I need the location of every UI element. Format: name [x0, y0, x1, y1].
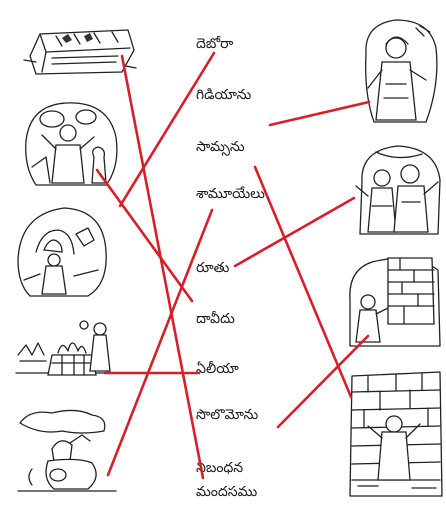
- line-gideon-to-prophetess: [270, 102, 369, 125]
- line-samson-to-temple: [255, 167, 351, 397]
- line-ruth-to-soldiers: [235, 198, 354, 266]
- line-cave-to-deborah: [120, 53, 214, 206]
- line-solomon-to-tower: [278, 336, 368, 427]
- line-offering-to-david: [97, 170, 192, 301]
